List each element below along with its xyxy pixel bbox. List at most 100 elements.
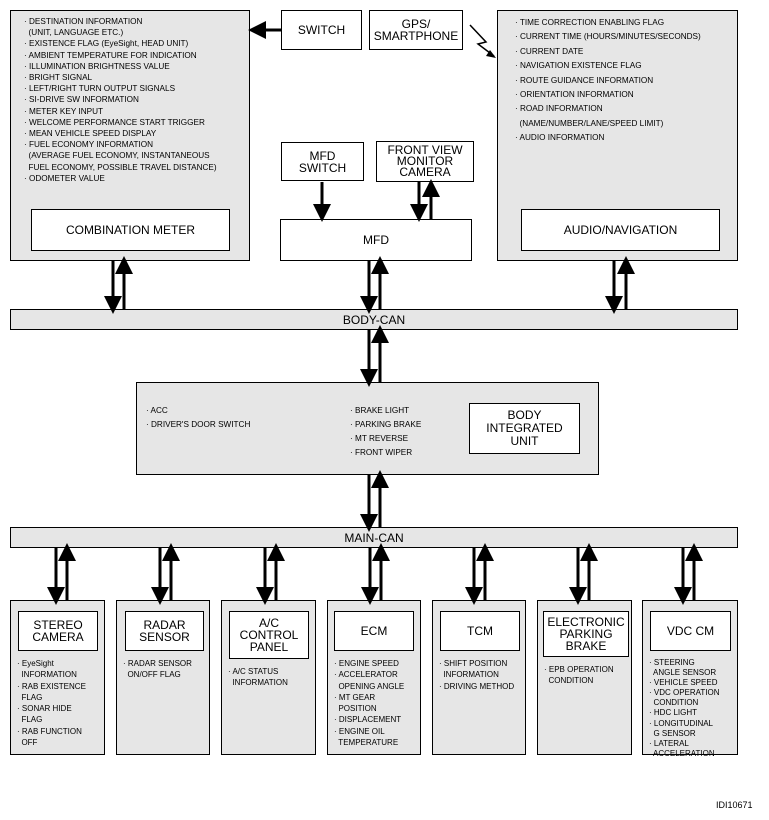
module-signal-list: · EPB OPERATION CONDITION xyxy=(544,664,614,687)
signal-item: FLAG xyxy=(17,715,43,725)
module-title-box: VDC CM xyxy=(650,611,731,651)
signal-item: · ILLUMINATION BRIGHTNESS VALUE xyxy=(24,61,170,71)
signal-item: · CURRENT DATE xyxy=(515,46,584,56)
signal-item: · SONAR HIDE xyxy=(17,704,72,714)
signal-item: · METER KEY INPUT xyxy=(24,106,104,116)
signal-item: · DISPLACEMENT xyxy=(334,715,402,725)
module-panel: RADAR SENSOR · RADAR SENSOR ON/OFF FLAG xyxy=(116,600,210,755)
audio-navigation-panel: · TIME CORRECTION ENABLING FLAG · CURRENT… xyxy=(497,10,738,261)
wireless-link-icon xyxy=(469,24,495,57)
nav-signal-list: · TIME CORRECTION ENABLING FLAG · CURRENT… xyxy=(515,16,701,146)
signal-item: · TIME CORRECTION ENABLING FLAG xyxy=(515,18,665,27)
module-signal-list: · A/C STATUS INFORMATION xyxy=(228,666,288,689)
mfd-switch-box: MFD SWITCH xyxy=(281,142,364,181)
signal-item: · HDC LIGHT xyxy=(649,708,697,718)
meter-signal-list: · DESTINATION INFORMATION (UNIT, LANGUAG… xyxy=(24,16,217,184)
body-integrated-unit-panel: · ACC · DRIVER'S DOOR SWITCH · BRAKE LIGH… xyxy=(136,382,599,475)
signal-item: · AUDIO INFORMATION xyxy=(515,133,605,143)
signal-item: CONDITION xyxy=(649,698,699,708)
module-signal-list: · EyeSight INFORMATION· RAB EXISTENCE FL… xyxy=(17,658,86,748)
signal-item: · BRIGHT SIGNAL xyxy=(24,73,93,83)
signal-item: INFORMATION xyxy=(439,670,499,680)
signal-item: · WELCOME PERFORMANCE START TRIGGER xyxy=(24,117,205,127)
module-title-box: STEREO CAMERA xyxy=(18,611,98,651)
combination-meter-panel: · DESTINATION INFORMATION (UNIT, LANGUAG… xyxy=(10,10,250,261)
module-panel: TCM · SHIFT POSITION INFORMATION· DRIVING… xyxy=(432,600,526,755)
signal-item: · VDC OPERATION xyxy=(649,688,720,698)
front-view-camera-box: FRONT VIEW MONITOR CAMERA xyxy=(376,141,474,182)
signal-item: · LEFT/RIGHT TURN OUTPUT SIGNALS xyxy=(24,84,176,94)
signal-item: ACCELERATION xyxy=(649,748,715,758)
module-title-box: TCM xyxy=(440,611,520,651)
signal-item: · FRONT WIPER xyxy=(350,448,413,457)
signal-item: · ODOMETER VALUE xyxy=(24,173,105,183)
signal-item: · ROUTE GUIDANCE INFORMATION xyxy=(515,75,654,85)
signal-item: · BRAKE LIGHT xyxy=(350,406,410,415)
module-panel: STEREO CAMERA · EyeSight INFORMATION· RAB… xyxy=(10,600,105,755)
module-title-box: A/C CONTROL PANEL xyxy=(229,611,309,659)
signal-item: · ENGINE OIL xyxy=(334,726,385,736)
signal-item: · ACC xyxy=(146,406,168,415)
signal-item: G SENSOR xyxy=(649,728,696,738)
signal-item: · LATERAL xyxy=(649,738,689,748)
signal-item: · MT REVERSE xyxy=(350,434,409,443)
signal-item: · SI-DRIVE SW INFORMATION xyxy=(24,95,139,105)
signal-item: · VEHICLE SPEED xyxy=(649,678,718,688)
signal-item: · RAB EXISTENCE xyxy=(17,681,86,691)
signal-item: TEMPERATURE xyxy=(334,738,399,748)
signal-item: · EXISTENCE FLAG (EyeSight, HEAD UNIT) xyxy=(24,39,189,49)
signal-item: · LONGITUDINAL xyxy=(649,718,714,728)
mfd-box: MFD xyxy=(280,219,472,261)
signal-item: · MT GEAR xyxy=(334,692,376,702)
signal-item: OFF xyxy=(17,738,38,748)
audio-navigation-box: AUDIO/NAVIGATION xyxy=(521,209,720,251)
signal-item: · DESTINATION INFORMATION xyxy=(24,17,143,26)
signal-item: ANGLE SENSOR xyxy=(649,668,717,678)
module-signal-list: · ENGINE SPEED · ACCELERATOR OPENING ANGL… xyxy=(334,658,404,748)
signal-item: · SHIFT POSITION xyxy=(439,659,508,668)
signal-item: OPENING ANGLE xyxy=(334,681,405,691)
signal-item: · PARKING BRAKE xyxy=(350,420,422,429)
signal-item: CONDITION xyxy=(544,676,594,686)
signal-item: · A/C STATUS xyxy=(228,667,279,676)
signal-item: INFORMATION xyxy=(17,670,77,680)
signal-item: · MEAN VEHICLE SPEED DISPLAY xyxy=(24,129,157,139)
module-panel: A/C CONTROL PANEL · A/C STATUS INFORMATIO… xyxy=(221,600,316,755)
signal-item: · CURRENT TIME (HOURS/MINUTES/SECONDS) xyxy=(515,32,701,42)
signal-item: · DRIVING METHOD xyxy=(439,681,515,691)
gps-smartphone-box: GPS/ SMARTPHONE xyxy=(369,10,463,50)
signal-item: · NAVIGATION EXISTENCE FLAG xyxy=(515,61,642,71)
signal-item: · ORIENTATION INFORMATION xyxy=(515,90,634,100)
signal-item: POSITION xyxy=(334,704,377,714)
body-integrated-unit-box: BODY INTEGRATED UNIT xyxy=(469,403,580,454)
module-signal-list: · RADAR SENSOR ON/OFF FLAG xyxy=(123,658,192,681)
body-mid-list: · BRAKE LIGHT · PARKING BRAKE · MT REVERSE… xyxy=(350,404,421,460)
module-panel: ELECTRONIC PARKING BRAKE · EPB OPERATION … xyxy=(537,600,632,755)
switch-box: SWITCH xyxy=(281,10,362,50)
signal-item: · ACCELERATOR xyxy=(334,670,398,680)
signal-item: · ROAD INFORMATION xyxy=(515,104,603,114)
signal-item: · STEERING xyxy=(649,658,695,667)
signal-item: · ENGINE SPEED xyxy=(334,659,399,668)
signal-item: · RAB FUNCTION xyxy=(17,726,82,736)
signal-item: · DRIVER'S DOOR SWITCH xyxy=(146,420,251,429)
signal-item: · AMBIENT TEMPERATURE FOR INDICATION xyxy=(24,50,197,60)
signal-item: ON/OFF FLAG xyxy=(123,670,181,680)
signal-item: (UNIT, LANGUAGE ETC.) xyxy=(24,28,124,38)
module-panel: ECM· ENGINE SPEED· ACCELERATOR OPENING A… xyxy=(327,600,421,755)
signal-item: FUEL ECONOMY, POSSIBLE TRAVEL DISTANCE) xyxy=(24,162,217,172)
signal-item: (NAME/NUMBER/LANE/SPEED LIMIT) xyxy=(515,118,664,128)
module-signal-list: · STEERING ANGLE SENSOR· VEHICLE SPEED· … xyxy=(649,658,720,759)
figure-reference: IDI10671 xyxy=(716,800,753,810)
module-title-box: RADAR SENSOR xyxy=(125,611,204,651)
signal-item: · FUEL ECONOMY INFORMATION xyxy=(24,140,154,150)
module-signal-list: · SHIFT POSITION INFORMATION· DRIVING ME… xyxy=(439,658,514,692)
signal-item: · EPB OPERATION xyxy=(544,665,614,674)
signal-item: INFORMATION xyxy=(228,678,288,688)
signal-item: FLAG xyxy=(17,692,43,702)
signal-item: (AVERAGE FUEL ECONOMY, INSTANTANEOUS xyxy=(24,151,210,161)
module-title-box: ELECTRONIC PARKING BRAKE xyxy=(543,611,629,657)
combination-meter-box: COMBINATION METER xyxy=(31,209,230,251)
signal-item: · RADAR SENSOR xyxy=(123,659,192,668)
